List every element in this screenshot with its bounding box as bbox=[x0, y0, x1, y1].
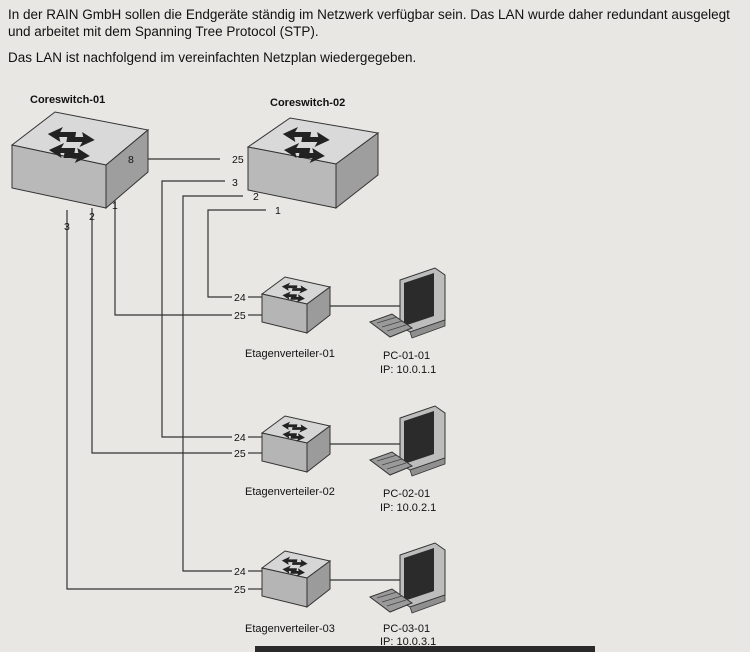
coreswitch-02: Coreswitch-02 25 3 2 1 bbox=[232, 97, 380, 217]
ev01-port-25: 25 bbox=[234, 310, 246, 322]
core1-port-2: 2 bbox=[89, 211, 95, 223]
pc-03-01-ip: IP: 10.0.3.1 bbox=[380, 636, 436, 648]
pc-02-01: PC-02-01 IP: 10.0.2.1 bbox=[368, 405, 446, 514]
pc-01-01: PC-01-01 IP: 10.0.1.1 bbox=[368, 267, 446, 376]
pc-01-01-label: PC-01-01 bbox=[383, 350, 430, 362]
keyboard-icon bbox=[368, 588, 414, 613]
computer-monitor-icon bbox=[399, 542, 446, 614]
intro-paragraph-2: Das LAN ist nachfolgend im vereinfachten… bbox=[8, 50, 417, 65]
computer-monitor-icon bbox=[399, 405, 446, 477]
link-core2-3-ev02-24 bbox=[161, 180, 232, 438]
etagenverteiler-03-label: Etagenverteiler-03 bbox=[245, 623, 335, 635]
switch-arrows-icon bbox=[281, 282, 308, 303]
link-core1-3-ev03-25 bbox=[66, 210, 232, 590]
coreswitch-02-label: Coreswitch-02 bbox=[270, 97, 345, 109]
link-core1-2-ev02-25 bbox=[91, 208, 232, 454]
core2-port-25: 25 bbox=[232, 154, 244, 166]
etagenverteiler-03: 24 25 Etagenverteiler-03 bbox=[234, 550, 335, 635]
etagenverteiler-02: 24 25 Etagenverteiler-02 bbox=[234, 415, 335, 498]
ev02-port-25: 25 bbox=[234, 448, 246, 460]
link-core2-1-ev01-24 bbox=[207, 209, 266, 298]
ev03-port-24: 24 bbox=[234, 566, 246, 578]
bottom-bar bbox=[255, 646, 595, 652]
keyboard-icon bbox=[368, 451, 414, 476]
computer-monitor-icon bbox=[399, 267, 446, 339]
pc-03-01-label: PC-03-01 bbox=[383, 623, 430, 635]
core2-port-1: 1 bbox=[275, 205, 281, 217]
etagenverteiler-01: 24 25 Etagenverteiler-01 bbox=[234, 276, 335, 360]
coreswitch-01-label: Coreswitch-01 bbox=[30, 94, 105, 106]
switch-arrows-icon bbox=[281, 421, 308, 442]
core1-port-8: 8 bbox=[128, 154, 134, 166]
etagenverteiler-02-label: Etagenverteiler-02 bbox=[245, 486, 335, 498]
switch-arrows-icon bbox=[282, 127, 330, 163]
core1-port-3: 3 bbox=[64, 221, 70, 233]
switch-arrows-icon bbox=[281, 556, 308, 577]
pc-03-01: PC-03-01 IP: 10.0.3.1 bbox=[368, 542, 446, 648]
pc-02-01-label: PC-02-01 bbox=[383, 488, 430, 500]
intro-paragraph-1: In der RAIN GmbH sollen die Endgeräte st… bbox=[8, 7, 730, 39]
switch-arrows-icon bbox=[47, 127, 95, 163]
ev02-port-24: 24 bbox=[234, 432, 246, 444]
etagenverteiler-01-label: Etagenverteiler-01 bbox=[245, 348, 335, 360]
keyboard-icon bbox=[368, 313, 414, 338]
core2-port-2: 2 bbox=[253, 191, 259, 203]
link-core2-2-ev03-24 bbox=[182, 195, 243, 572]
core1-port-1: 1 bbox=[112, 200, 118, 212]
network-links bbox=[66, 158, 400, 590]
link-core1-1-ev01-25 bbox=[114, 197, 232, 316]
intro-text: In der RAIN GmbH sollen die Endgeräte st… bbox=[8, 6, 744, 75]
coreswitch-01: Coreswitch-01 8 3 2 1 bbox=[10, 94, 150, 233]
core2-port-3: 3 bbox=[232, 177, 238, 189]
ev03-port-25: 25 bbox=[234, 584, 246, 596]
ev01-port-24: 24 bbox=[234, 292, 246, 304]
pc-02-01-ip: IP: 10.0.2.1 bbox=[380, 502, 436, 514]
pc-01-01-ip: IP: 10.0.1.1 bbox=[380, 364, 436, 376]
